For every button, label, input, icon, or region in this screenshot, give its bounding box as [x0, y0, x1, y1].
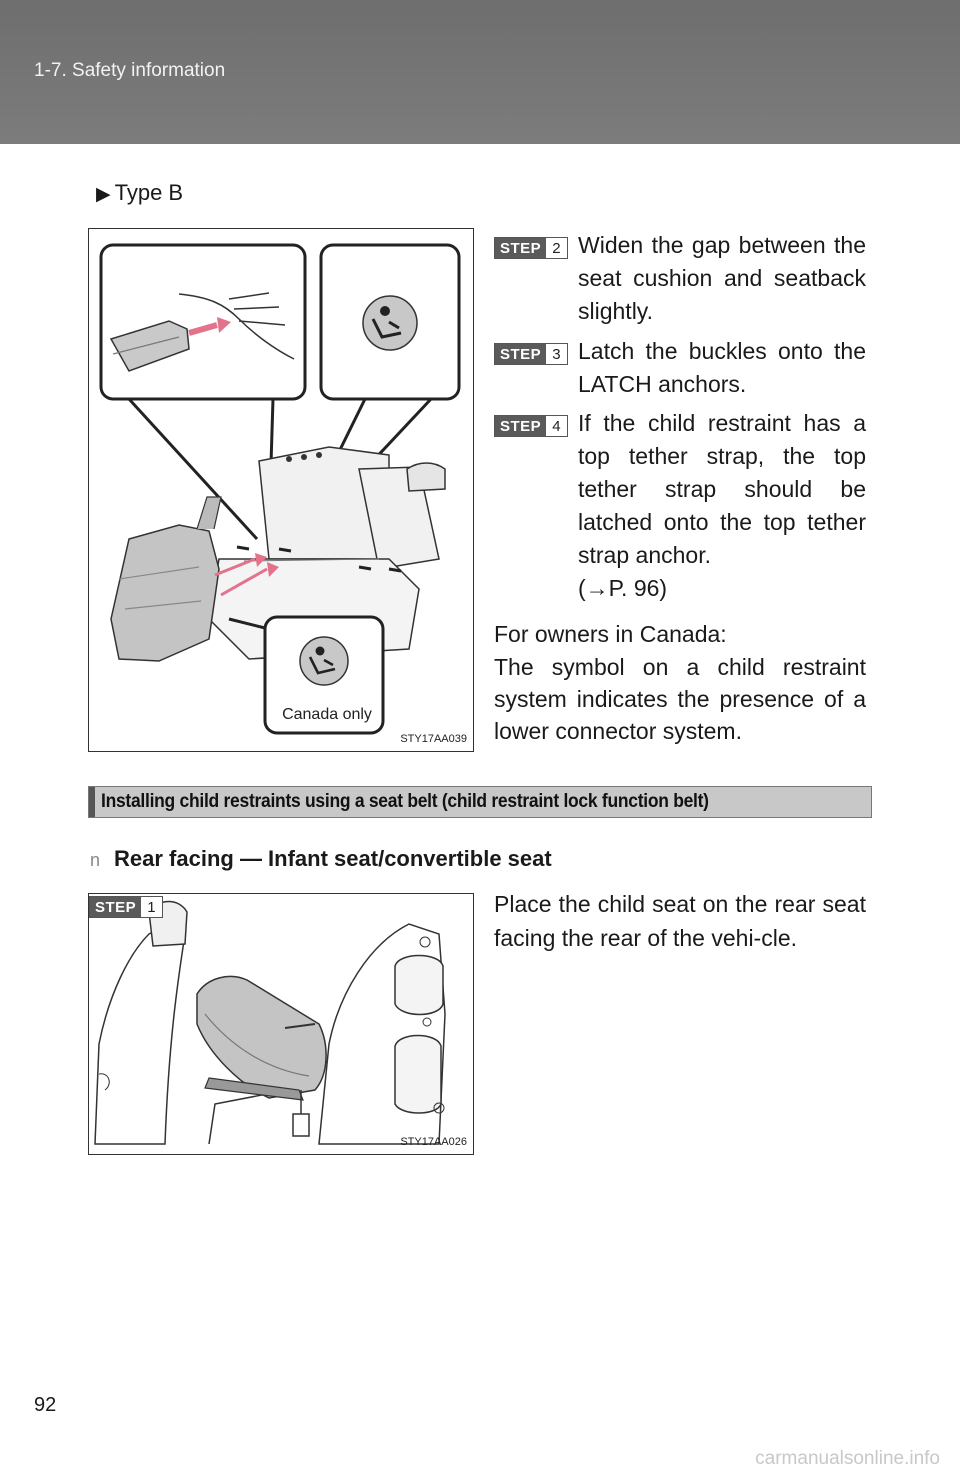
- sub-heading-text: Rear facing — Infant seat/convertible se…: [114, 846, 552, 871]
- section-heading: Installing child restraints using a seat…: [101, 791, 709, 812]
- page-reference-link[interactable]: (→P. 96): [578, 575, 668, 601]
- header-band: 1-7. Safety information: [0, 0, 960, 144]
- figure-code: STY17AA026: [400, 1136, 467, 1148]
- watermark: carmanualsonline.info: [755, 1448, 940, 1469]
- step-text: Latch the buckles onto the LATCH anchors…: [578, 338, 866, 397]
- page-number: 92: [34, 1394, 57, 1416]
- triangle-bullet-icon: ▶: [96, 184, 111, 205]
- section-title-header: 1-7. Safety information: [34, 60, 226, 81]
- canada-text: The symbol on a child restraint system i…: [494, 654, 866, 744]
- rear-facing-seat-drawing: [94, 900, 446, 1145]
- latch-illustration-drawing: [99, 243, 461, 735]
- type-label-text: Type B: [114, 180, 184, 205]
- step-text: Widen the gap between the seat cushion a…: [578, 232, 866, 324]
- section-marker: [89, 787, 95, 817]
- sub-heading: n Rear facing — Infant seat/convertible s…: [90, 846, 552, 872]
- latch-illustration: Canada only STY17AA039: [88, 228, 474, 752]
- square-bullet-icon: n: [90, 850, 101, 870]
- type-label: ▶Type B: [96, 180, 183, 206]
- canada-title: For owners in Canada:: [494, 621, 727, 647]
- step-1-text: Place the child seat on the rear seat fa…: [494, 891, 866, 951]
- figure-code: STY17AA039: [400, 733, 467, 745]
- step-text: If the child restraint has a top tether …: [578, 410, 866, 568]
- canada-only-label: Canada only: [282, 706, 372, 723]
- section-heading-bar: Installing child restraints using a seat…: [88, 786, 872, 818]
